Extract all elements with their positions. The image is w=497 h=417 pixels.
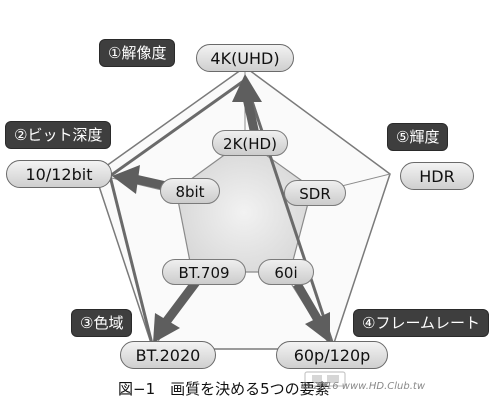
expanded-outline-right bbox=[243, 79, 334, 343]
inner-value-bit-depth: 8bit bbox=[160, 178, 220, 204]
inner-value-luminance: SDR bbox=[284, 180, 346, 206]
outer-value-luminance: HDR bbox=[400, 162, 474, 190]
outer-value-bit-depth: 10/12bit bbox=[6, 160, 112, 188]
category-frame-rate: ④フレームレート bbox=[354, 310, 488, 336]
category-resolution: ①解像度 bbox=[100, 40, 175, 66]
arrow-gamut bbox=[153, 279, 200, 343]
outer-value-frame-rate: 60p/120p bbox=[276, 341, 388, 369]
category-bit-depth: ②ビット深度 bbox=[6, 122, 111, 148]
outer-value-gamut: BT.2020 bbox=[120, 341, 216, 369]
arrow-frame-rate bbox=[293, 281, 330, 343]
watermark-logo bbox=[304, 371, 346, 387]
outer-value-resolution: 4K(UHD) bbox=[196, 44, 294, 72]
category-gamut: ③色域 bbox=[72, 310, 132, 336]
watermark-text: © 2016 www.HD.Club.tw bbox=[300, 381, 426, 392]
inner-value-gamut: BT.709 bbox=[162, 259, 246, 285]
category-luminance: ⑤輝度 bbox=[388, 124, 448, 150]
inner-value-frame-rate: 60i bbox=[258, 259, 314, 285]
inner-value-resolution: 2K(HD) bbox=[212, 130, 288, 156]
figure-caption: 図−1 画質を決める5つの要素 bbox=[118, 380, 330, 398]
